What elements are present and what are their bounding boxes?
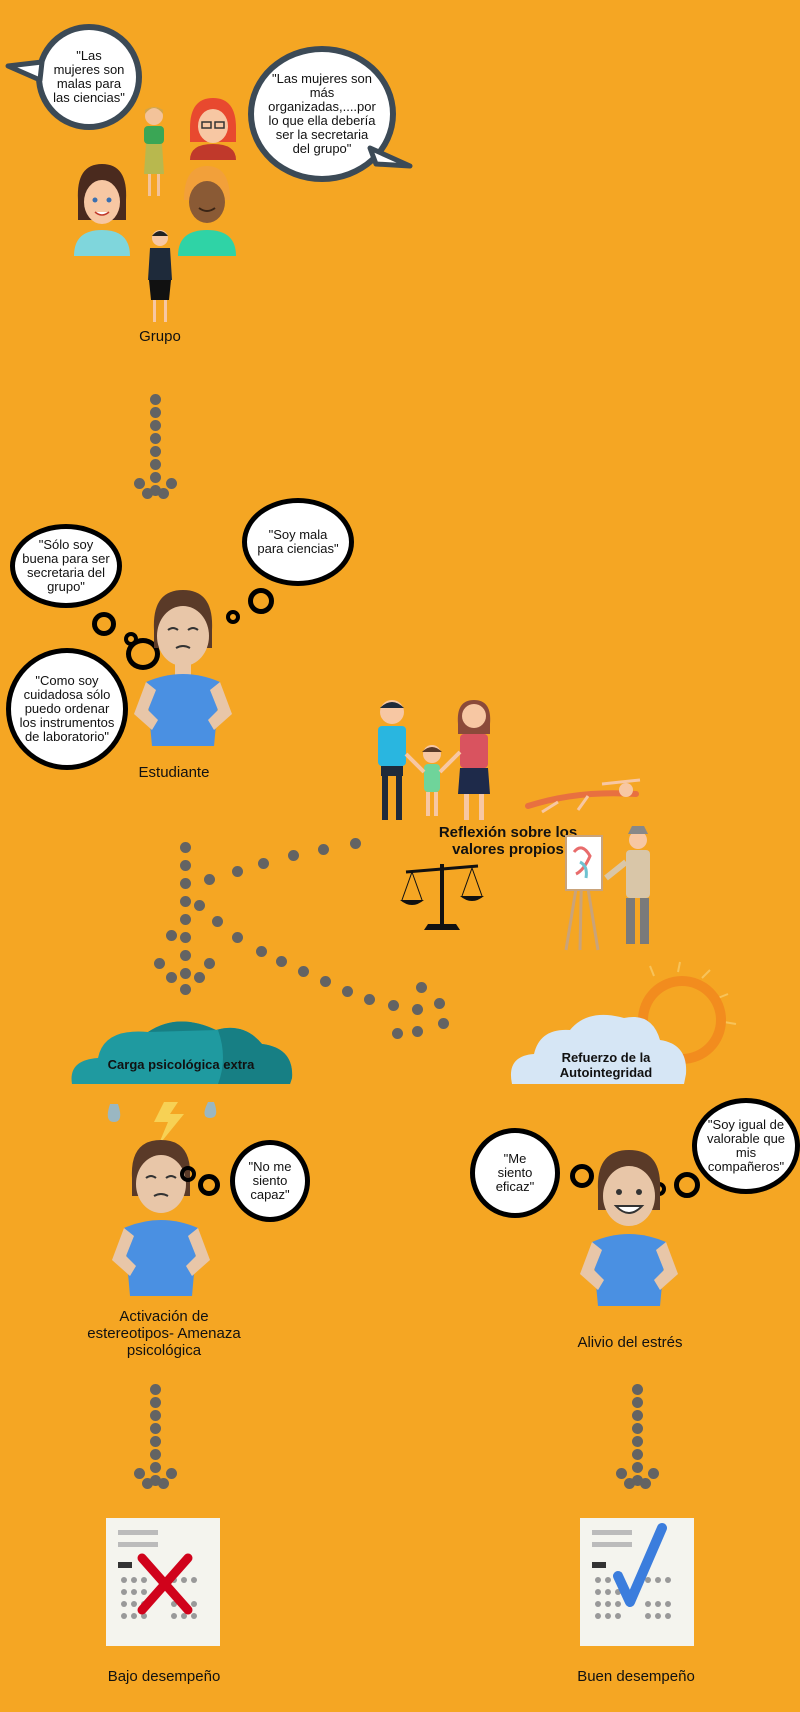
student-happy-icon [580, 1150, 678, 1306]
thought-ring [124, 632, 138, 646]
student-thought-text-3: "Como soy cuidadosa sólo puedo ordenar l… [19, 673, 115, 744]
group-speech-bubble-1: "Las mujeres son malas para las ciencias… [36, 24, 142, 130]
left-thought-text: "No me siento capaz" [248, 1159, 292, 1202]
student-thought-text-1: "Sólo soy buena para ser secretaria del … [22, 537, 110, 594]
right-thought-bubble-2: "Soy igual de valorable que mis compañer… [692, 1098, 800, 1194]
student-worried-icon-2 [112, 1140, 210, 1296]
student-thought-3: "Como soy cuidadosa sólo puedo ordenar l… [6, 648, 128, 770]
thought-ring [674, 1172, 700, 1198]
thought-ring [248, 588, 274, 614]
reflection-label: Reflexión sobre los valores propios [438, 824, 578, 858]
family-icon [378, 700, 491, 820]
thought-ring [226, 610, 240, 624]
left-thought-bubble: "No me siento capaz" [230, 1140, 310, 1222]
group-speech-bubble-2: "Las mujeres son más organizadas,....por… [248, 46, 396, 182]
swimmer-icon [525, 778, 641, 814]
right-thought-text-1: "Me siento eficaz" [495, 1151, 535, 1194]
arrow-right-to-result [612, 1384, 664, 1496]
storm-cloud-icon [71, 1021, 293, 1146]
right-result-label: Buen desempeño [577, 1668, 695, 1685]
woman-suit-icon [148, 230, 172, 322]
student-label: Estudiante [138, 764, 210, 781]
thought-ring [180, 1166, 196, 1182]
left-result-label: Bajo desempeño [107, 1668, 221, 1685]
right-thought-bubble-1: "Me siento eficaz" [470, 1128, 560, 1218]
scale-icon [400, 864, 484, 930]
right-thought-text-2: "Soy igual de valorable que mis compañer… [706, 1117, 786, 1174]
group-label: Grupo [139, 328, 181, 345]
left-branch-label: Activación de estereotipos- Amenaza psic… [87, 1308, 241, 1359]
group-speech-text-2: "Las mujeres son más organizadas,....por… [268, 71, 376, 156]
thought-ring [92, 612, 116, 636]
arrow-group-to-student [130, 392, 182, 504]
student-thought-text-2: "Soy mala para ciencias" [257, 527, 339, 556]
student-worried-icon [134, 590, 232, 746]
thought-ring [570, 1164, 594, 1188]
group-speech-text-1: "Las mujeres son malas para las ciencias… [53, 48, 125, 105]
arrow-left-to-result [130, 1384, 182, 1496]
woman-green-icon [144, 107, 164, 196]
woman-darkskin-icon [178, 166, 236, 256]
speech-tail-left [5, 59, 45, 83]
painter-icon [564, 826, 650, 951]
right-branch-label: Alivio del estrés [577, 1334, 683, 1351]
woman-redhead-icon [190, 98, 236, 160]
woman-brunette-icon [74, 164, 130, 256]
thought-ring [126, 638, 160, 670]
speech-tail-right [367, 145, 413, 169]
student-thought-2: "Soy mala para ciencias" [242, 498, 354, 586]
student-thought-1: "Sólo soy buena para ser secretaria del … [10, 524, 122, 608]
sun-cloud-icon [510, 961, 737, 1084]
sun-cloud-label: Refuerzo de la Autointegridad [559, 1050, 653, 1080]
storm-cloud-label: Carga psicológica extra [107, 1057, 255, 1072]
failed-test-icon [106, 1518, 220, 1646]
passed-test-icon [580, 1518, 694, 1646]
thought-ring [198, 1174, 220, 1196]
